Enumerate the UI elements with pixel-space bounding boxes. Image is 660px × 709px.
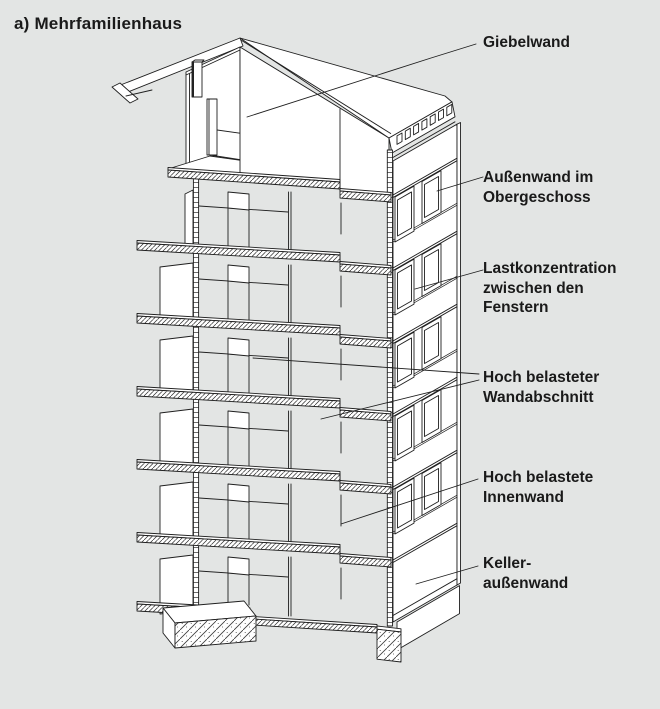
floor-slab: [136, 240, 392, 276]
label-innenwand: Hoch belastete Innenwand: [483, 469, 594, 506]
facade-cut-edge: [386, 149, 393, 627]
floor-slabs: [136, 167, 392, 634]
floor-slab: [136, 386, 392, 422]
leader-lines: [246, 43, 484, 585]
floor-slab: [136, 313, 392, 349]
eave-rafters: [388, 101, 456, 159]
foundations: [162, 600, 402, 663]
facade-corner-return: [456, 122, 461, 586]
leader-lastkonzentration: [414, 269, 484, 290]
attic-pillar: [206, 98, 218, 156]
leader-innenwand: [340, 478, 479, 525]
label-kellerwand: Keller- außenwand: [483, 555, 569, 592]
exterior-facade: [392, 122, 461, 651]
leader-wandabschnitt-1: [252, 357, 480, 375]
footing-right: [376, 625, 402, 663]
figure-title: a) Mehrfamilienhaus: [14, 14, 183, 33]
footing-left: [162, 600, 257, 649]
label-lastkonzentration: Lastkonzentration zwischen den Fenstern: [483, 260, 617, 316]
label-wandabschnitt: Hoch belasteter Wandabschnitt: [483, 369, 600, 406]
floor-slab: [136, 459, 392, 495]
leader-kellerwand: [415, 565, 479, 585]
leader-aussenwand: [436, 176, 484, 192]
facade-windows: [394, 170, 442, 535]
floor-slab: [167, 167, 392, 203]
leader-giebelwand: [246, 43, 477, 118]
roof-left-slope: [111, 37, 244, 104]
leader-wandabschnitt-2: [320, 379, 480, 420]
floor-slab: [136, 532, 392, 568]
label-aussenwand: Außenwand im Obergeschoss: [483, 169, 594, 206]
attic-interior: [167, 46, 390, 197]
label-giebelwand: Giebelwand: [483, 34, 570, 51]
